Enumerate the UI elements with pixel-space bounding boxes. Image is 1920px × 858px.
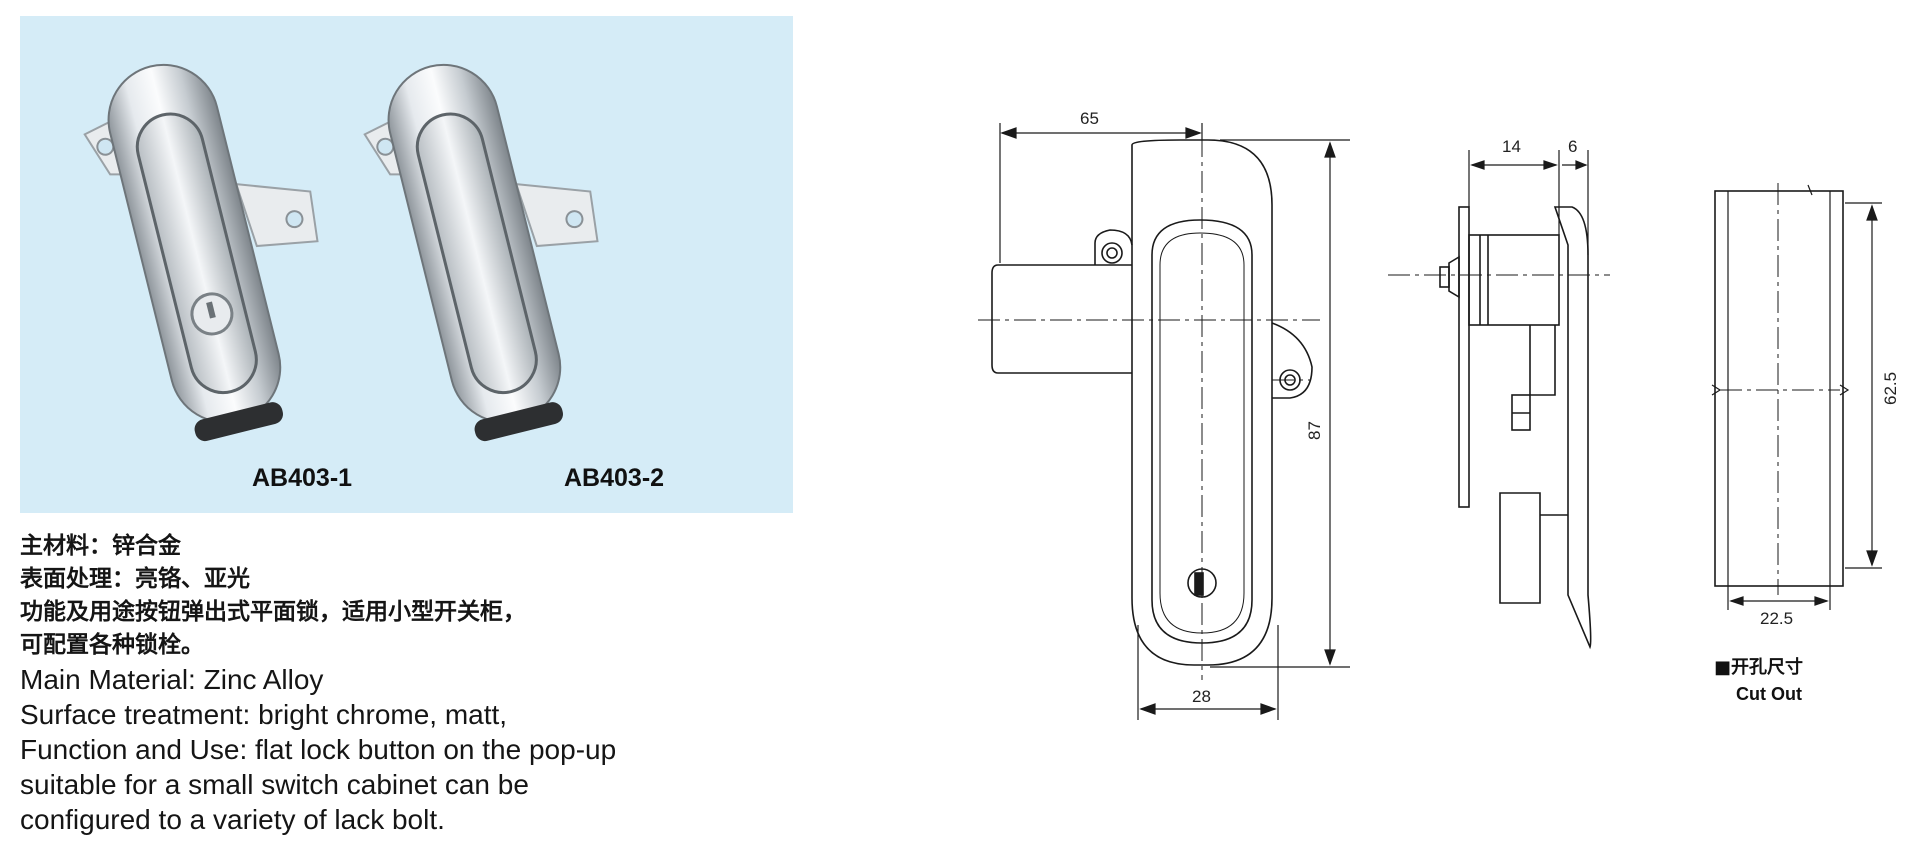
side-view-cylinder: [1468, 234, 1560, 326]
lock1-tab-hole-2: [285, 210, 304, 229]
dimension-22-5: [1727, 586, 1831, 610]
cutout-view: [1711, 184, 1850, 587]
specification-text: 主材料：锌合金 表面处理：亮铬、亚光 功能及用途按钮弹出式平面锁，适用小型开关柜…: [20, 530, 780, 837]
dimension-label-65: 65: [1080, 109, 1099, 128]
side-view: [1439, 206, 1592, 650]
spec-en-material: Main Material: Zinc Alloy: [20, 664, 324, 695]
lock2-mounting-tab-right: [514, 183, 599, 248]
cutout-caption-en: Cut Out: [1736, 684, 1802, 704]
dimension-62-5: [1845, 202, 1882, 569]
lock-ab403-1-image: [83, 63, 319, 442]
cutout-caption-zh: ■开孔尺寸: [1714, 657, 1804, 678]
dimension-14: [1468, 150, 1560, 235]
front-view-body-outline: [1131, 139, 1273, 666]
spec-zh-material: 主材料：锌合金: [20, 533, 181, 559]
front-view-handle-outline: [1151, 219, 1253, 644]
spec-en-function: Function and Use: flat lock button on th…: [20, 734, 617, 765]
spec-zh-surface: 表面处理：亮铬、亚光: [20, 566, 250, 592]
spec-zh-bolt: 可配置各种锁栓。: [20, 632, 204, 658]
front-view-upper-tab: [1094, 229, 1133, 265]
dimension-6: [1562, 150, 1589, 255]
spec-zh-function: 功能及用途按钮弹出式平面锁，适用小型开关柜，: [20, 599, 526, 625]
spec-en-surface: Surface treatment: bright chrome, matt,: [20, 699, 508, 730]
technical-drawing: 65 87 28 14 6 62.5 22.5: [978, 109, 1900, 720]
dimension-label-28: 28: [1192, 687, 1211, 706]
dimension-87: [1210, 139, 1350, 668]
product-illustration: [83, 63, 599, 442]
spec-en-bolt: configured to a variety of lack bolt.: [20, 804, 445, 835]
model-label-ab403-1: AB403-1: [252, 464, 353, 492]
dimension-28: [1137, 625, 1279, 720]
lock2-tab-hole-2: [565, 210, 584, 229]
side-view-body: [1553, 206, 1592, 650]
front-view: [991, 139, 1313, 666]
dimension-label-87: 87: [1305, 421, 1324, 440]
model-label-ab403-2: AB403-2: [564, 464, 665, 492]
dimension-label-6: 6: [1568, 137, 1577, 156]
lock2-handle: [415, 112, 538, 395]
dimension-65: [999, 123, 1203, 263]
side-view-panel-plate: [1458, 206, 1470, 508]
side-view-handle-end: [1499, 492, 1541, 604]
front-view-lower-tab: [1271, 322, 1313, 399]
dimension-label-62-5: 62.5: [1881, 372, 1900, 405]
spec-en-cabinet: suitable for a small switch cabinet can …: [20, 769, 529, 800]
lock1-mounting-tab-right: [234, 183, 319, 248]
lock-ab403-2-image: [363, 63, 599, 442]
dimension-label-22-5: 22.5: [1760, 609, 1793, 628]
side-view-latch: [1529, 325, 1556, 396]
product-photo-panel: AB403-1 AB403-2: [20, 16, 793, 513]
dimension-label-14: 14: [1502, 137, 1521, 156]
front-view-latch-bolt: [991, 264, 1132, 374]
cutout-outer-frame: [1714, 190, 1844, 587]
